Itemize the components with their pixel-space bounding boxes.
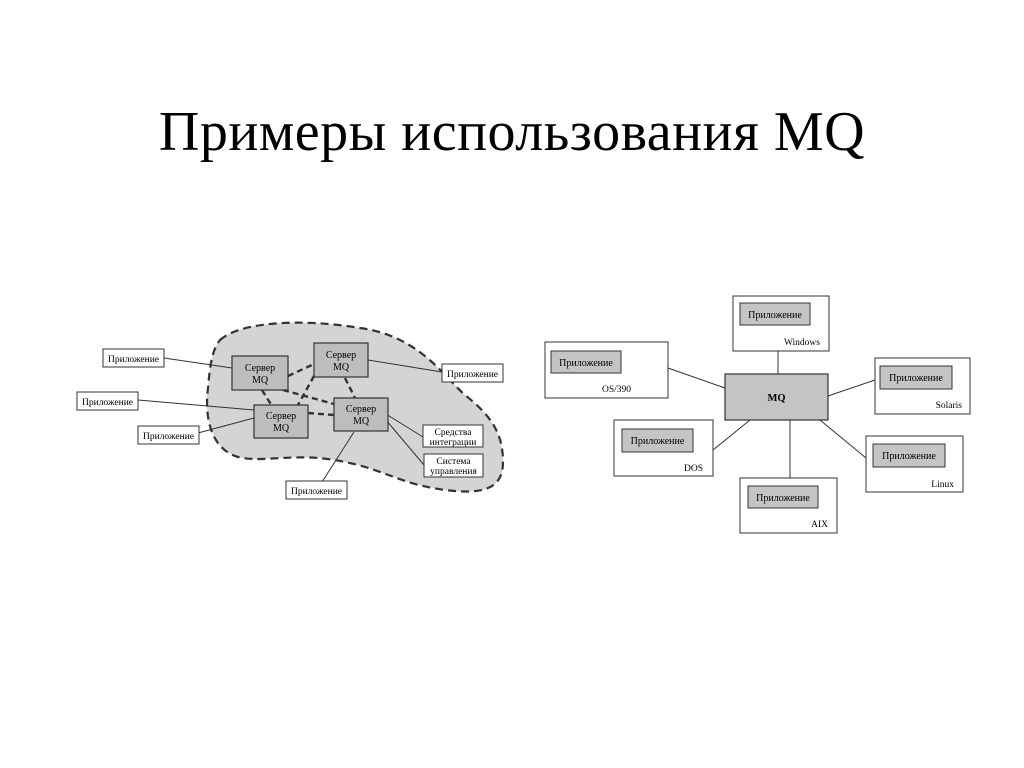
integration-tools-box: Средства интеграции [422, 424, 484, 448]
application-box: Приложение [137, 425, 200, 445]
right-connectors [667, 351, 876, 478]
mq-server: Сервер MQ [231, 355, 289, 391]
application-label: Приложение [82, 398, 133, 408]
platform-node-solaris: Приложение Solaris [874, 357, 971, 415]
connector-line [819, 419, 867, 459]
left-diagram: Сервер MQ Сервер MQ Сервер MQ Сервер MQ [76, 321, 505, 500]
server-label-line2: MQ [353, 416, 370, 427]
server-label-line2: MQ [273, 423, 290, 434]
connector-line [712, 419, 751, 451]
application-label: Приложение [631, 436, 685, 447]
application-box: Приложение [441, 363, 504, 383]
application-label: Приложение [559, 358, 613, 369]
server-label-line1: Сервер [266, 411, 296, 422]
right-diagram: MQ Приложение Windows Приложение OS/390 [544, 295, 971, 534]
connector-line [367, 359, 443, 373]
management-label-line1: Система [436, 457, 471, 467]
platform-node-windows: Приложение Windows [732, 295, 830, 352]
application-box: Приложение [285, 480, 348, 500]
mq-center-label: MQ [767, 393, 785, 404]
application-box: Приложение [102, 348, 165, 368]
management-label-line2: управления [430, 467, 477, 477]
server-link [260, 389, 274, 407]
platform-label: Linux [931, 480, 954, 490]
platform-label: Solaris [936, 401, 963, 411]
application-label: Приложение [748, 310, 802, 321]
mq-center-box: MQ [724, 373, 829, 421]
platform-label: Windows [784, 338, 820, 348]
application-label: Приложение [756, 493, 810, 504]
integration-label-line2: интеграции [430, 438, 477, 448]
platform-node-os390: Приложение OS/390 [544, 341, 669, 399]
platform-node-aix: Приложение AIX [739, 477, 838, 534]
integration-label-line1: Средства [435, 428, 473, 438]
platform-label: OS/390 [602, 385, 631, 395]
slide-title: Примеры использования MQ [158, 101, 866, 163]
connector-line [827, 379, 876, 397]
server-label-line1: Сервер [326, 350, 356, 361]
mq-server: Сервер MQ [253, 404, 309, 439]
mq-server: Сервер MQ [313, 342, 369, 378]
server-link [282, 388, 335, 406]
connector-line [137, 399, 255, 411]
application-label: Приложение [108, 355, 159, 365]
connector-line [667, 367, 726, 389]
connector-line [163, 357, 233, 369]
platform-label: AIX [811, 520, 828, 530]
server-label-line2: MQ [252, 375, 269, 386]
server-label-line2: MQ [333, 362, 350, 373]
platform-node-linux: Приложение Linux [865, 435, 964, 493]
server-link [287, 362, 315, 378]
connector-line [385, 419, 425, 466]
platform-node-dos: Приложение DOS [613, 419, 714, 477]
server-link [307, 411, 335, 417]
application-label: Приложение [447, 370, 498, 380]
server-label-line1: Сервер [346, 404, 376, 415]
application-label: Приложение [291, 487, 342, 497]
server-label-line1: Сервер [245, 363, 275, 374]
server-link [296, 375, 316, 406]
left-connectors [137, 357, 443, 483]
connector-line [385, 413, 424, 438]
application-box: Приложение [76, 391, 139, 411]
server-links [260, 362, 357, 417]
application-label: Приложение [882, 451, 936, 462]
management-system-box: Система управления [423, 453, 484, 478]
server-link [343, 377, 357, 399]
mq-server: Сервер MQ [333, 397, 389, 432]
platform-label: DOS [684, 464, 703, 474]
connector-line [321, 431, 355, 483]
application-label: Приложение [143, 432, 194, 442]
application-label: Приложение [889, 373, 943, 384]
connector-line [197, 417, 255, 434]
